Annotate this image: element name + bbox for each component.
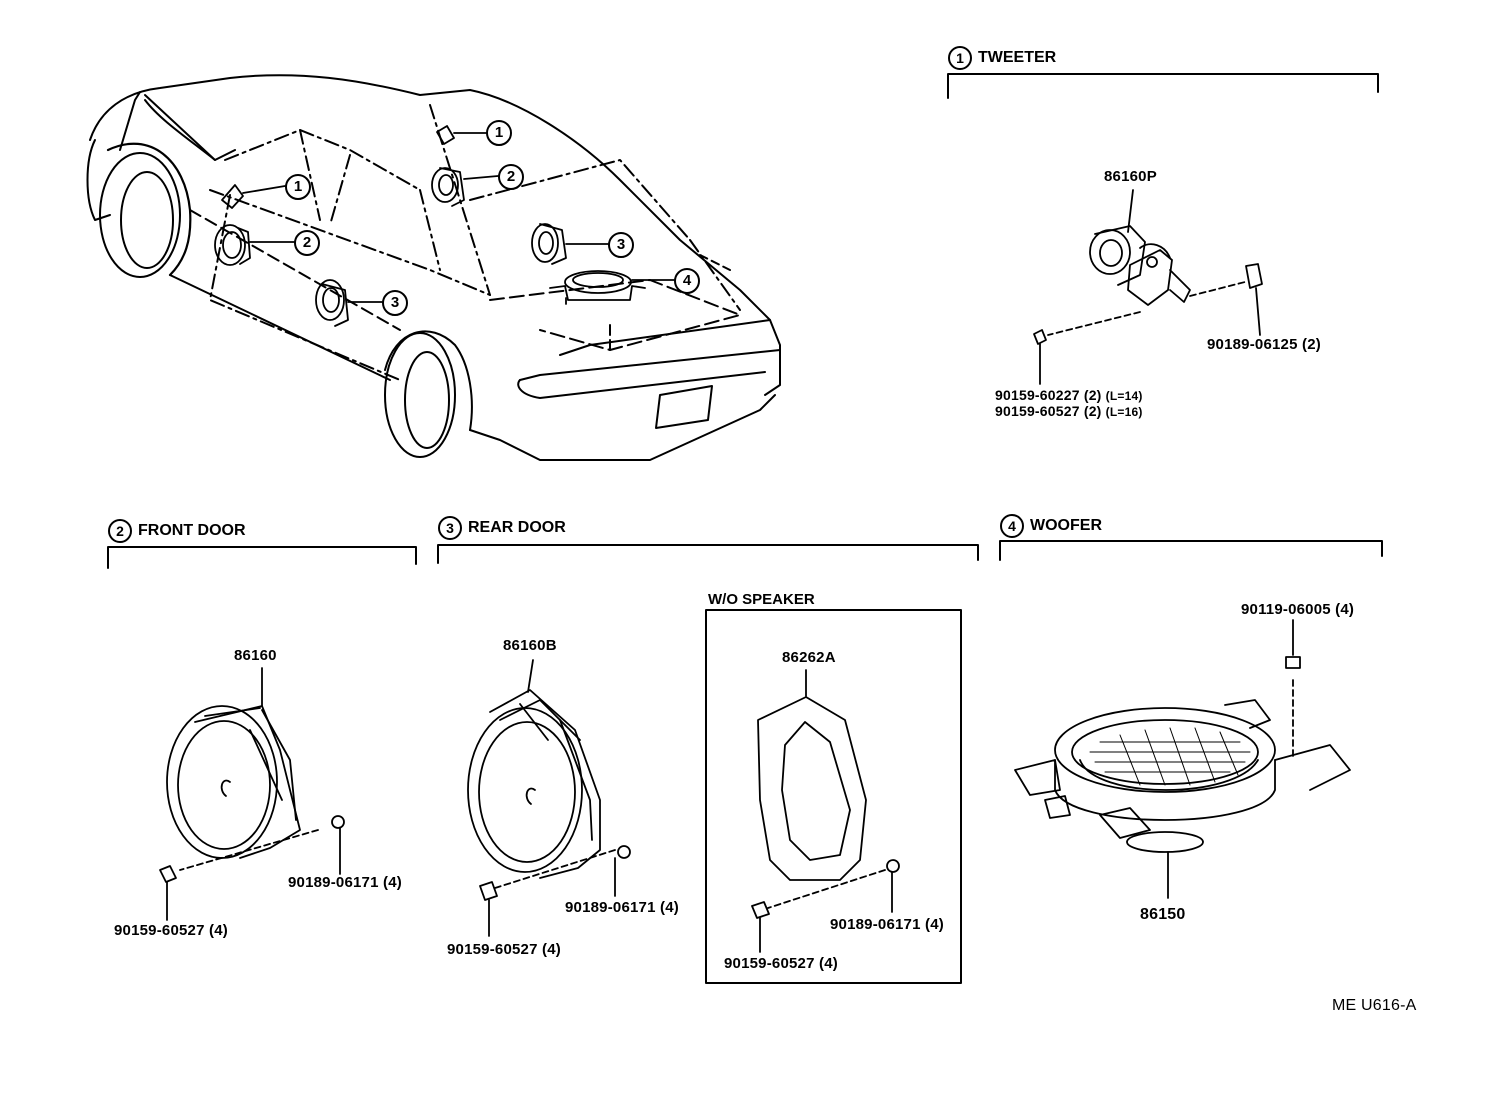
diagram-code: ME U616-A	[1332, 997, 1417, 1014]
woofer-bolt-part: 90119-06005 (4)	[1241, 601, 1354, 619]
woofer-grille	[1089, 727, 1251, 786]
car-callout-front-door-upper: 2	[498, 164, 524, 190]
woofer-bracket	[999, 540, 1383, 561]
rear-door-section-title: REAR DOOR	[468, 519, 566, 537]
front-door-nut-qty: (4)	[383, 874, 402, 891]
tweeter-bracket	[947, 73, 1379, 99]
rear-door-screw-number: 90159-60527	[447, 941, 538, 958]
car-callout-rear-door-lower: 3	[382, 290, 408, 316]
wo-speaker-screw-qty: (4)	[819, 955, 838, 972]
rear-door-speaker	[467, 659, 631, 937]
rear-door-nut-number: 90189-06171	[565, 899, 656, 916]
woofer-bolt-number: 90119-06005	[1241, 601, 1331, 618]
woofer-assembly	[1014, 619, 1351, 899]
tweeter-nut-number: 90189-06125	[1207, 336, 1298, 353]
tweeter-screw-part-2: 90159-60527 (2) (L=16)	[995, 402, 1143, 421]
wo-speaker-screw-part: 90159-60527 (4)	[724, 955, 838, 973]
car-outline	[86, 74, 781, 461]
wo-speaker-nut-part: 90189-06171 (4)	[830, 916, 944, 934]
rear-door-screw-part: 90159-60527 (4)	[447, 941, 561, 959]
rear-door-assy-part-number: 86160B	[503, 637, 557, 654]
front-door-assy-part-number: 86160	[234, 647, 277, 664]
front-door-screw-number: 90159-60527	[114, 922, 205, 939]
tweeter-screw2-number: 90159-60527	[995, 403, 1080, 419]
woofer-section-header: 4 WOOFER	[1000, 514, 1102, 538]
tweeter-screw-part-1: 90159-60227 (2) (L=14)	[995, 386, 1143, 405]
wo-speaker-box	[705, 609, 962, 984]
front-door-section-title: FRONT DOOR	[138, 522, 246, 540]
rear-door-bracket	[437, 544, 979, 564]
wo-speaker-nut-qty: (4)	[925, 916, 944, 933]
tweeter-screw1-qty: (2)	[1083, 387, 1102, 403]
rear-door-section-number: 3	[438, 516, 462, 540]
tweeter-screw1-length: (L=14)	[1105, 389, 1143, 403]
wo-speaker-screw-number: 90159-60527	[724, 955, 815, 972]
front-door-nut-part: 90189-06171 (4)	[288, 874, 402, 892]
car-callout-tweeter-upper: 1	[486, 120, 512, 146]
car-speaker-icons	[214, 125, 675, 327]
woofer-section-title: WOOFER	[1030, 517, 1102, 535]
car-callout-tweeter-lower: 1	[285, 174, 311, 200]
wo-speaker-assy-part-number: 86262A	[782, 649, 836, 666]
tweeter-section-title: TWEETER	[978, 49, 1057, 67]
wo-speaker-header: W/O SPEAKER	[708, 591, 815, 608]
tweeter-section-header: 1 TWEETER	[948, 46, 1056, 70]
front-door-section-number: 2	[108, 519, 132, 543]
tweeter-nut-part: 90189-06125 (2)	[1207, 336, 1321, 354]
tweeter-screw1-number: 90159-60227	[995, 387, 1080, 403]
speaker-bracket-86262a	[751, 669, 900, 953]
front-door-bracket	[107, 546, 417, 569]
car-callout-rear-door-upper: 3	[608, 232, 634, 258]
car-callout-woofer: 4	[674, 268, 700, 294]
front-door-screw-part: 90159-60527 (4)	[114, 922, 228, 940]
wo-speaker-nut-number: 90189-06171	[830, 916, 921, 933]
front-door-screw-qty: (4)	[209, 922, 228, 939]
woofer-section-number: 4	[1000, 514, 1024, 538]
rear-door-nut-qty: (4)	[660, 899, 679, 916]
front-door-nut-number: 90189-06171	[288, 874, 379, 891]
tweeter-screw2-qty: (2)	[1083, 403, 1102, 419]
rear-door-section-header: 3 REAR DOOR	[438, 516, 566, 540]
car-callout-front-door-lower: 2	[294, 230, 320, 256]
rear-door-nut-part: 90189-06171 (4)	[565, 899, 679, 917]
tweeter-nut-qty: (2)	[1302, 336, 1321, 353]
front-door-section-header: 2 FRONT DOOR	[108, 519, 246, 543]
tweeter-screw2-length: (L=16)	[1105, 405, 1143, 419]
woofer-assy-part-number: 86150	[1140, 906, 1186, 923]
tweeter-assy-part-number: 86160P	[1104, 168, 1157, 185]
rear-door-screw-qty: (4)	[542, 941, 561, 958]
front-door-speaker	[159, 667, 345, 921]
tweeter-assembly	[1033, 189, 1263, 385]
woofer-bolt-qty: (4)	[1335, 601, 1355, 618]
tweeter-section-number: 1	[948, 46, 972, 70]
